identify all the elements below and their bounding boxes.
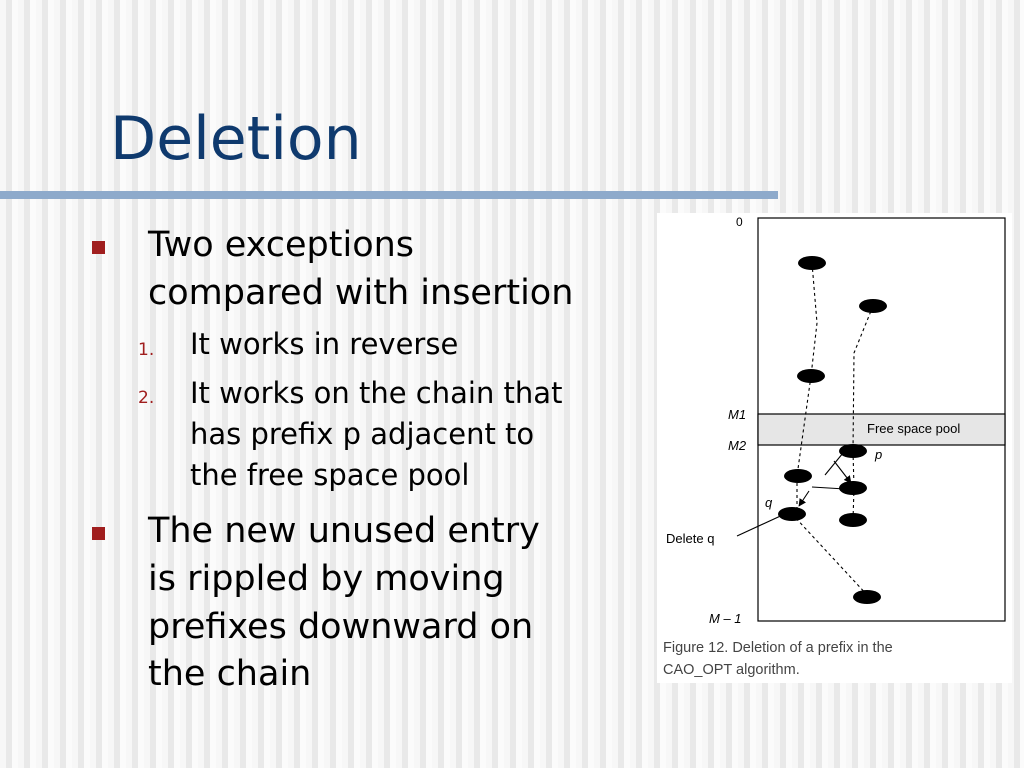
deletion-diagram: Free space pool 0 M1 M2 M – 1	[666, 215, 1006, 626]
title-divider	[0, 191, 778, 199]
caption-line: Figure 12. Deletion of a prefix in the	[663, 640, 893, 656]
label-m2: M2	[728, 438, 747, 453]
bullet-text: Two exceptions	[148, 225, 415, 265]
free-space-pool	[757, 413, 1006, 446]
caption-line: CAO_OPT algorithm.	[663, 662, 800, 678]
bullet-text: compared with insertion	[148, 273, 574, 313]
slide-title: Deletion	[110, 104, 362, 174]
list-item-text: the free space pool	[190, 458, 470, 492]
bullet-text: The new unused entry	[148, 511, 540, 551]
label-delete-q: Delete q	[666, 531, 714, 546]
prefix-nodes	[778, 256, 887, 604]
list-number: 1.	[138, 340, 155, 360]
bullet-text: prefixes downward on	[148, 607, 534, 647]
list-item-text: It works on the chain that	[190, 376, 563, 410]
list-item-text: has prefix p adjacent to	[190, 417, 535, 451]
figure-caption: Figure 12. Deletion of a prefix in the C…	[663, 637, 1003, 681]
list-item-text: It works in reverse	[190, 327, 459, 361]
figure-panel: Free space pool 0 M1 M2 M – 1	[657, 213, 1012, 683]
label-q: q	[765, 495, 773, 510]
move-arrows	[736, 452, 852, 537]
pool-label: Free space pool	[867, 421, 960, 436]
bullet-text: is rippled by moving	[148, 559, 505, 599]
bullet-marker	[92, 241, 105, 254]
bullet-text: the chain	[148, 654, 312, 694]
label-p: p	[874, 447, 882, 462]
list-number: 2.	[138, 388, 155, 408]
label-m-minus-1: M – 1	[709, 611, 742, 626]
bullet-marker	[92, 527, 105, 540]
label-zero: 0	[736, 215, 743, 229]
label-m1: M1	[728, 407, 746, 422]
